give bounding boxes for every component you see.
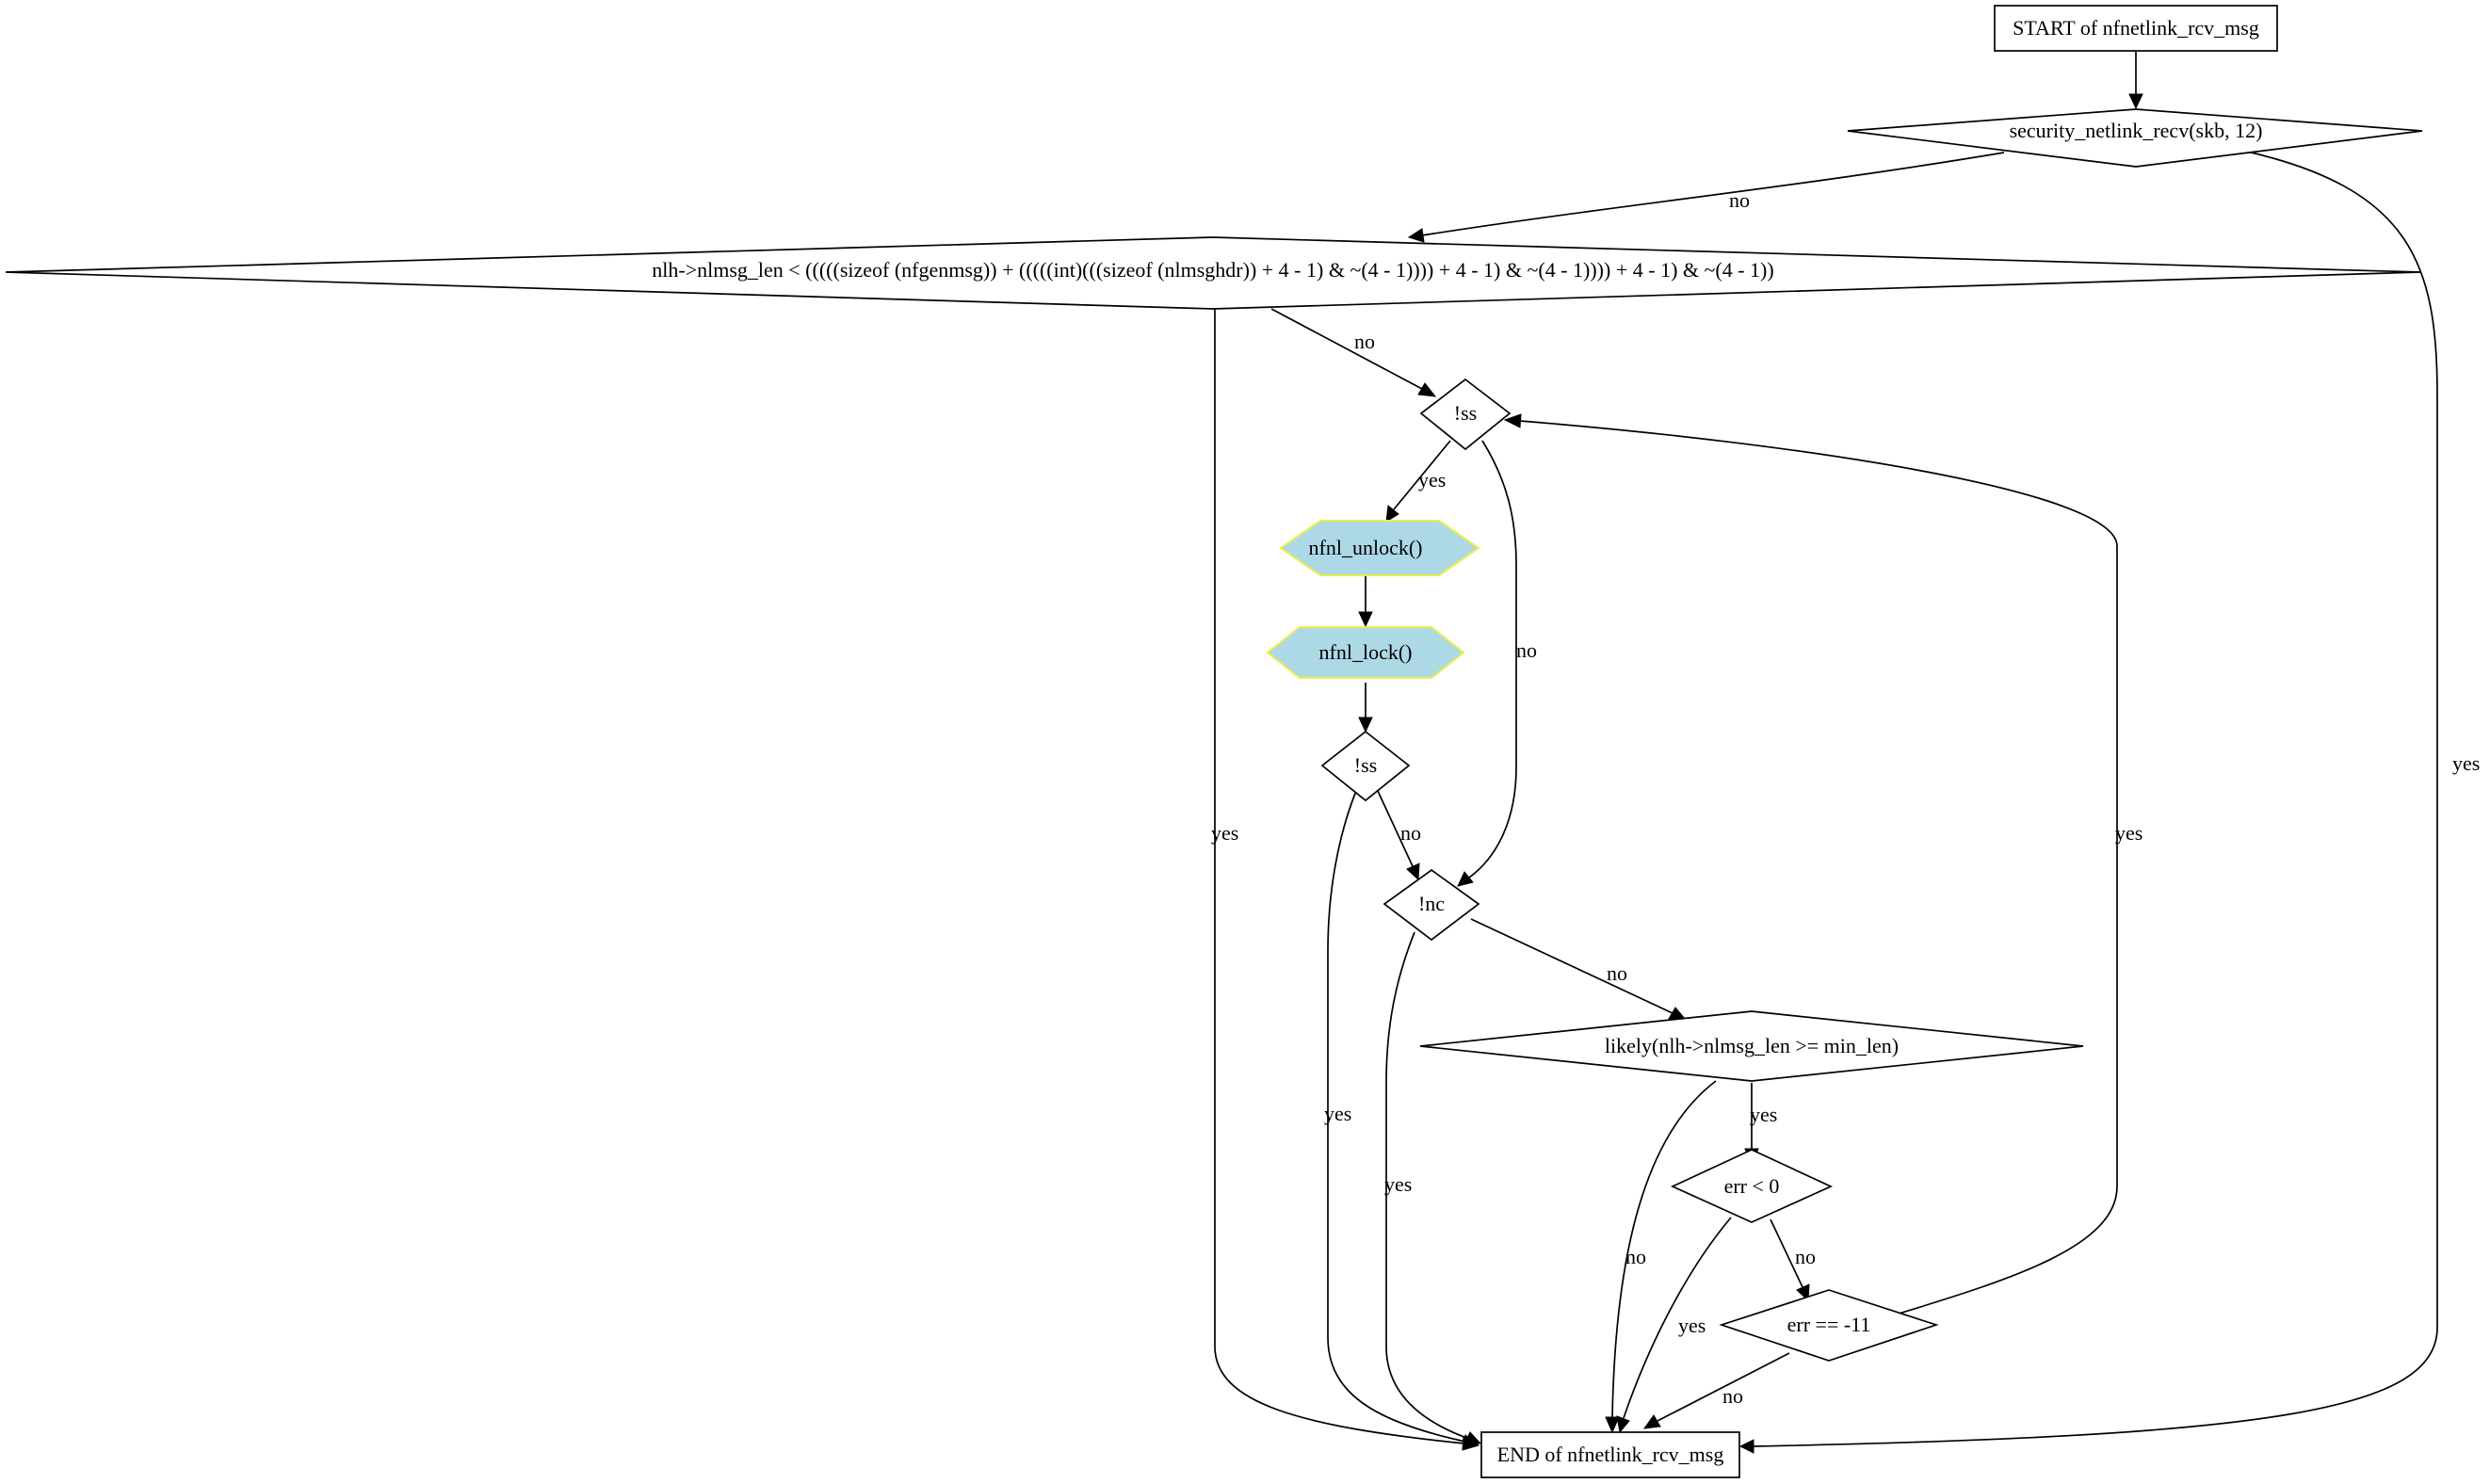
edge-lock-to-ss-check-2: [1358, 683, 1373, 734]
edge-security-to-end: yes: [1738, 150, 2480, 1454]
length-check-label: nlh->nlmsg_len < (((((sizeof (nfgenmsg))…: [652, 258, 1773, 282]
length-check-node: nlh->nlmsg_len < (((((sizeof (nfgenmsg))…: [5, 236, 2421, 310]
edge-label-yes: yes: [1324, 1102, 1351, 1125]
edge-label-yes: yes: [2452, 751, 2480, 775]
err-lt-zero-node: err < 0: [1670, 1149, 1834, 1223]
edge-label-no: no: [1607, 961, 1627, 985]
edge-ss-check-2-to-nc-check: no: [1377, 790, 1421, 881]
edge-label-yes: yes: [1384, 1172, 1412, 1196]
start-node: START of nfnetlink_rcv_msg: [1994, 5, 2278, 52]
ss-check-1-node: !ss: [1419, 378, 1512, 451]
edge-label-no: no: [1625, 1245, 1646, 1268]
edge-label-no: no: [1795, 1245, 1816, 1268]
edge-ss-check-1-to-unlock: yes: [1385, 440, 1451, 523]
ss-check-2-label: !ss: [1354, 753, 1377, 777]
ss-check-2-node: !ss: [1320, 730, 1411, 802]
unlock-node: nfnl_unlock(): [1279, 520, 1480, 576]
edge-label-yes: yes: [1678, 1314, 1706, 1337]
edge-nc-check-to-likely-check: no: [1470, 918, 1688, 1021]
edge-err-lt-zero-to-end: yes: [1616, 1217, 1732, 1434]
edge-ss-check-2-to-end: yes: [1324, 790, 1479, 1449]
ss-check-1-label: !ss: [1454, 401, 1477, 425]
err-eq-label: err == -11: [1787, 1313, 1871, 1336]
edge-label-no: no: [1722, 1384, 1743, 1408]
edge-likely-check-to-end: no: [1605, 1080, 1717, 1434]
end-node: END of nfnetlink_rcv_msg: [1480, 1431, 1740, 1478]
edge-err-lt-zero-to-err-eq: no: [1770, 1218, 1816, 1302]
lock-label: nfnl_lock(): [1319, 640, 1413, 664]
edge-label-yes: yes: [2115, 821, 2142, 845]
edge-unlock-to-lock: [1358, 576, 1373, 628]
edge-label-no: no: [1400, 821, 1421, 845]
err-lt-zero-label: err < 0: [1724, 1174, 1780, 1198]
security-check-label: security_netlink_recv(skb, 12): [2010, 119, 2263, 142]
edge-start-to-security: [2128, 52, 2143, 110]
edge-ss-check-1-to-nc-check: no: [1457, 440, 1537, 887]
edge-err-eq-to-end: no: [1642, 1352, 1790, 1429]
nc-check-label: !nc: [1418, 892, 1445, 915]
edge-label-yes: yes: [1211, 821, 1238, 845]
edge-label-no: no: [1354, 330, 1375, 353]
end-node-label: END of nfnetlink_rcv_msg: [1497, 1443, 1724, 1466]
edge-label-no: no: [1729, 188, 1750, 212]
start-node-label: START of nfnetlink_rcv_msg: [2013, 16, 2259, 40]
edge-length-check-to-ss-check-1: no: [1270, 308, 1437, 397]
edge-label-no: no: [1516, 638, 1537, 662]
err-eq-node: err == -11: [1719, 1289, 1939, 1362]
edge-nc-check-to-end: yes: [1384, 931, 1482, 1445]
nc-check-node: !nc: [1382, 868, 1480, 942]
edge-label-yes: yes: [1750, 1103, 1777, 1126]
security-check-node: security_netlink_recv(skb, 12): [1847, 108, 2423, 168]
unlock-label: nfnl_unlock(): [1309, 536, 1423, 559]
edge-label-yes: yes: [1418, 468, 1446, 492]
likely-check-label: likely(nlh->nlmsg_len >= min_len): [1605, 1034, 1899, 1057]
edge-security-to-length-check: no: [1407, 152, 2005, 243]
edge-err-eq-to-ss-check-1: yes: [1503, 413, 2142, 1316]
likely-check-node: likely(nlh->nlmsg_len >= min_len): [1419, 1010, 2084, 1082]
lock-node: nfnl_lock(): [1266, 626, 1465, 679]
